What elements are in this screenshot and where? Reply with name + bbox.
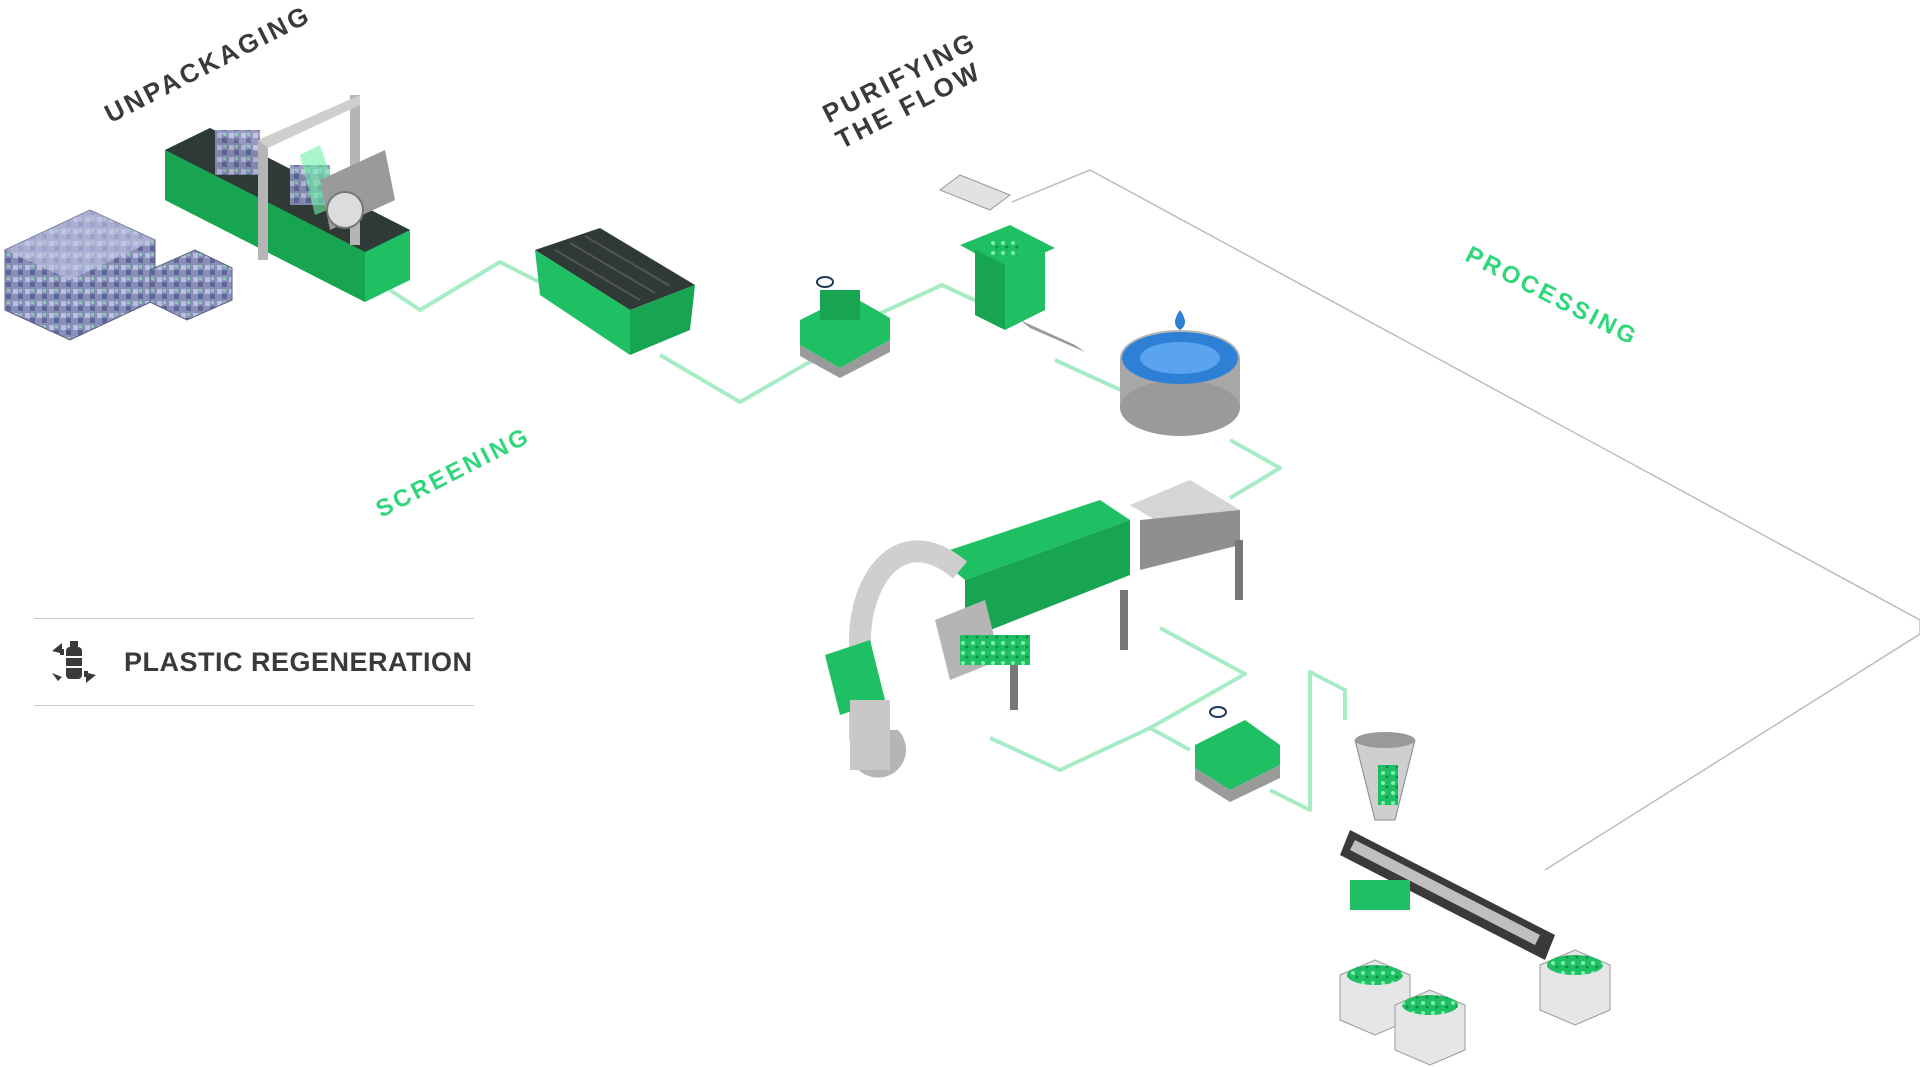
processing-area-outline: [1011, 169, 1920, 871]
screening-tank: [535, 228, 695, 355]
flow-line-4: [1054, 358, 1126, 394]
cyclone-extractor: [825, 540, 968, 778]
grinder-hopper: [938, 174, 1085, 352]
washing-tank: [1120, 310, 1240, 436]
flow-line-8: [1269, 670, 1347, 812]
recycle-bottle-icon: [52, 641, 96, 683]
plastic-bales: [4, 209, 233, 341]
optical-sorter-2: [1195, 706, 1280, 802]
water-drop-icon: [1175, 310, 1185, 330]
optical-sorter-1: [800, 276, 890, 378]
flow-line-7: [1149, 726, 1191, 752]
flow-line-2: [658, 353, 821, 404]
big-bags: [1339, 949, 1611, 1066]
unpackaging-machine: [165, 95, 410, 302]
extruder: [1340, 732, 1555, 960]
flow-line-1: [388, 260, 546, 312]
legend-title: PLASTIC REGENERATION: [124, 647, 473, 677]
dryer-wash-line: [935, 480, 1243, 710]
flow-lines: [388, 260, 1347, 812]
flow-line-5: [1228, 438, 1282, 500]
flow-line-3: [869, 283, 986, 320]
legend-box: PLASTIC REGENERATION: [34, 618, 474, 706]
